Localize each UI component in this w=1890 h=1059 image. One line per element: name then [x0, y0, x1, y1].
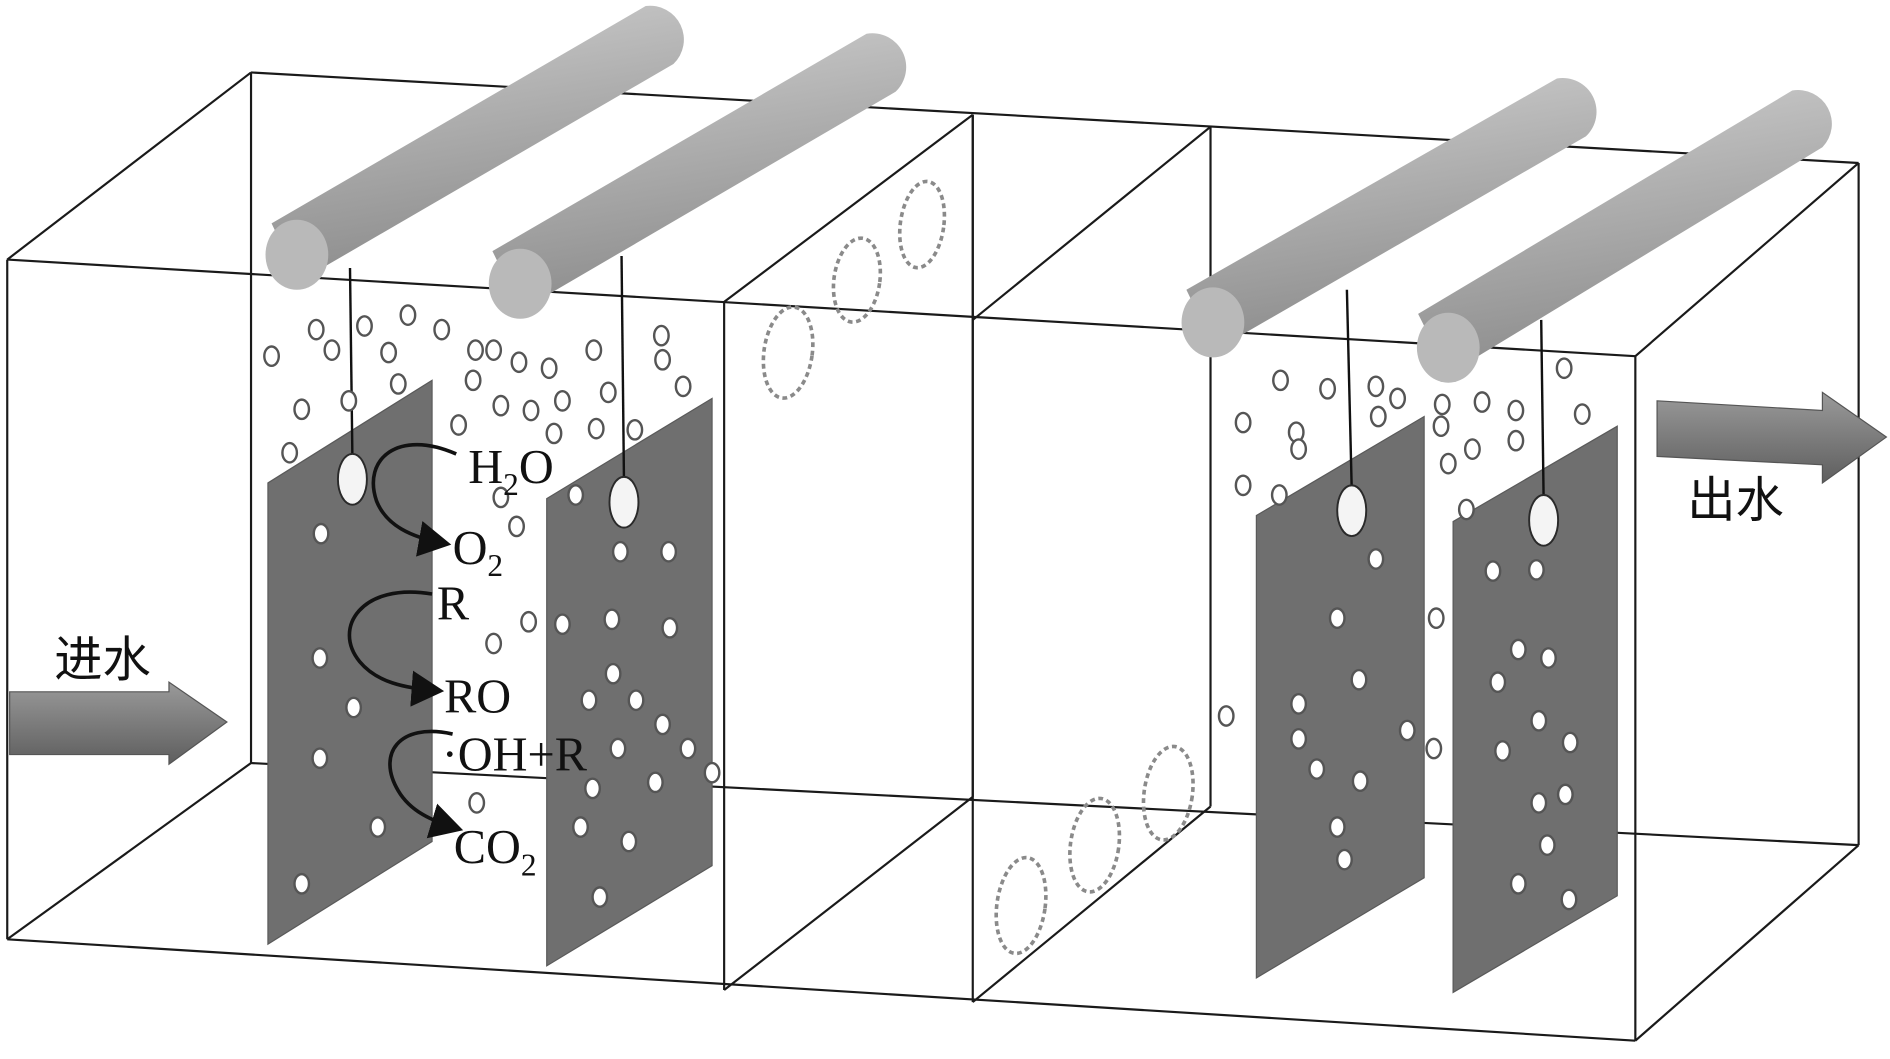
label-hydroxyl-radical: ·OH+R [442, 728, 588, 781]
partition-walls [723, 113, 1212, 1003]
outlet-label: 出水 [1687, 473, 1784, 529]
inlet-flow: 进水 [9, 632, 228, 766]
outlet-arrow-icon [1656, 391, 1888, 485]
label-organic: R [437, 577, 470, 630]
rod-2 [488, 33, 907, 319]
flow-passage-markers [761, 179, 1195, 956]
electrode-hangers [336, 255, 1560, 547]
bubbles [263, 304, 1591, 911]
inlet-arrow-icon [9, 680, 228, 766]
rod-1 [265, 5, 684, 290]
label-oxidized-product: RO [444, 670, 511, 723]
reaction-labels: H2O O2 R RO ·OH+R CO2 [437, 441, 588, 882]
outlet-flow: 出水 [1656, 391, 1888, 529]
rod-3 [1181, 77, 1597, 358]
label-oxygen: O2 [453, 522, 504, 583]
label-water: H2O [468, 441, 553, 502]
inlet-label: 进水 [54, 632, 151, 688]
rod-4 [1416, 90, 1832, 383]
electrode-rods [265, 5, 1832, 383]
label-carbon-dioxide: CO2 [454, 821, 537, 882]
reaction-arrows [347, 442, 464, 839]
